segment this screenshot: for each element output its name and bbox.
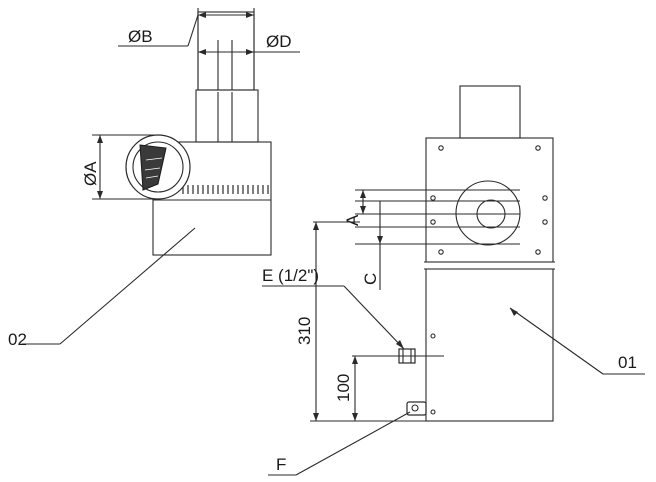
label-part-01: 01 [618,353,637,372]
label-dim-310: 310 [295,317,314,345]
front-chimney [459,85,521,139]
side-inlet-flap [139,144,167,191]
label-dia-a: ØA [81,161,100,186]
dimension-310 [310,221,426,422]
label-dim-100: 100 [334,374,353,402]
label-part-02: 02 [8,330,27,349]
side-vent-slots [182,185,269,194]
port-f-fitting [406,401,427,416]
dimension-b-d [118,8,300,90]
side-inlet-inner [132,141,184,193]
leader-02 [22,227,196,345]
side-inlet-flap-hatch [144,157,163,179]
label-port-f: F [276,455,286,474]
label-dia-b: ØB [128,27,153,46]
leader-01 [509,307,645,375]
dimension-a-c [355,189,520,290]
leader-e [262,285,405,350]
front-view-01 [398,85,555,422]
front-lower-box [425,268,554,422]
label-port-e: E (1/2") [262,266,319,285]
label-dim-a: A [343,214,362,226]
label-dia-d: ØD [266,32,292,51]
dimension-100 [352,355,444,421]
label-dim-c: C [361,273,380,285]
front-flange-outer [455,180,521,246]
side-collar [195,89,259,143]
side-view-02 [125,11,272,256]
side-top-pipe [197,11,255,91]
dimension-a-dia [92,134,160,200]
leader-f [268,411,411,476]
